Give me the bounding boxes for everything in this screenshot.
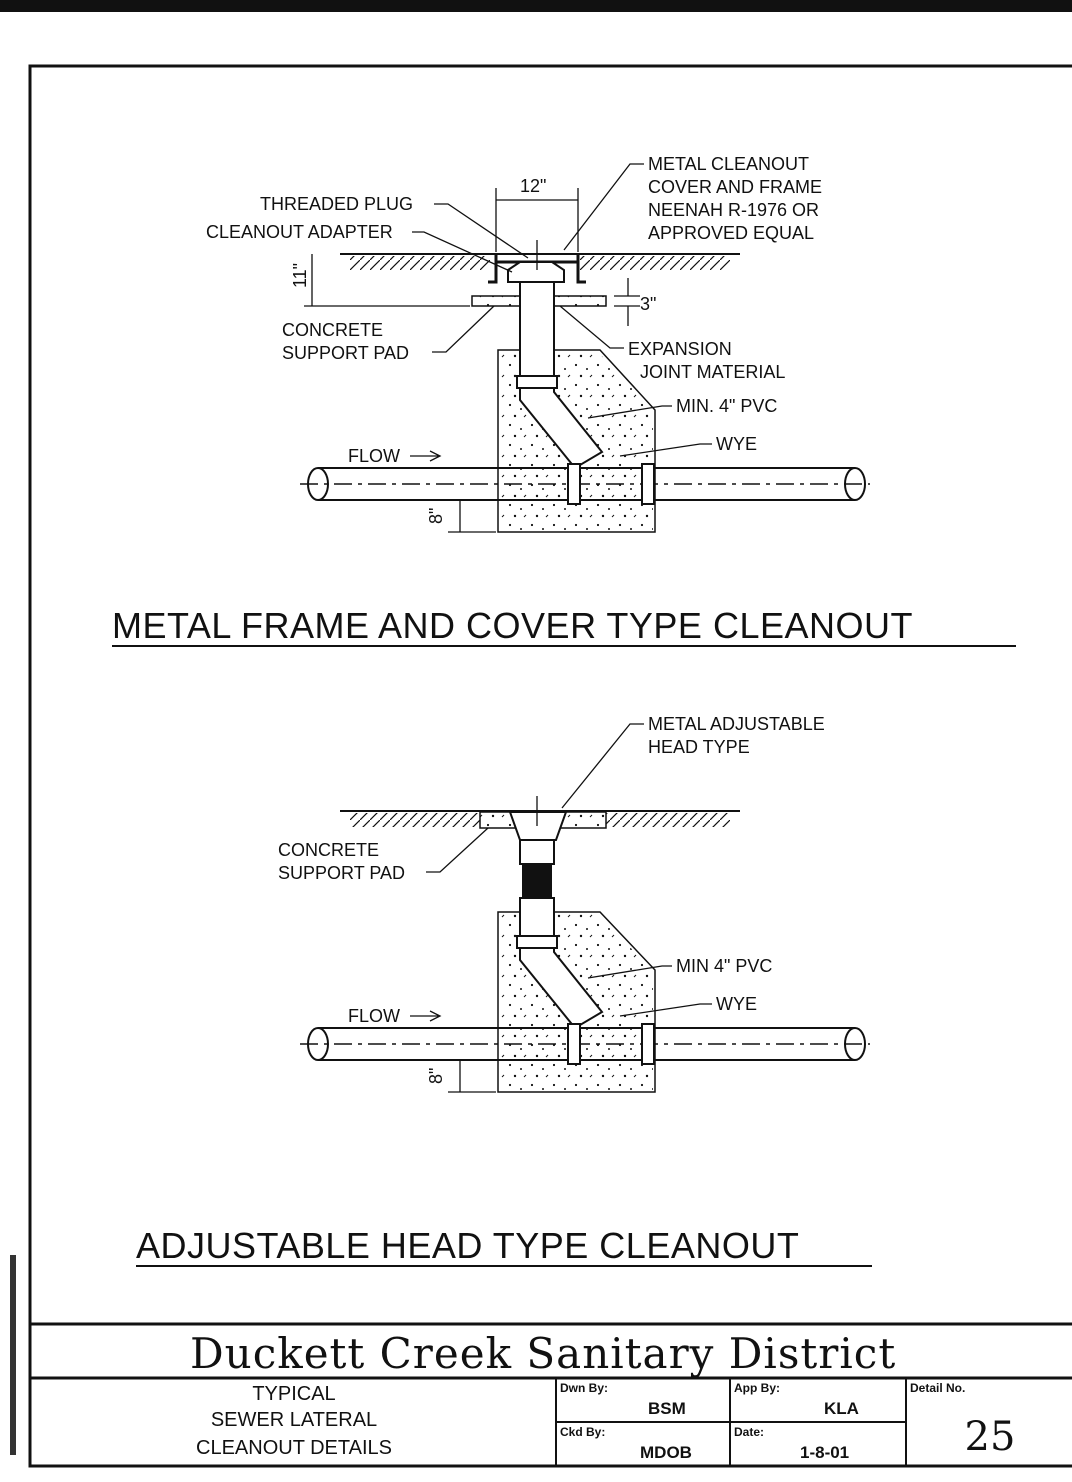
pipe-bend bbox=[519, 387, 604, 470]
dim-bottom-label-2: 8" bbox=[426, 1068, 446, 1084]
label-head-line1: METAL ADJUSTABLE bbox=[648, 714, 825, 734]
label-pad-line2: SUPPORT PAD bbox=[282, 343, 409, 363]
label-expansion-line1: EXPANSION bbox=[628, 339, 732, 359]
detail-no-value: 25 bbox=[965, 1414, 1016, 1460]
label-head-line2: HEAD TYPE bbox=[648, 737, 750, 757]
cleanout-adapter bbox=[507, 261, 565, 283]
app-by-label: App By: bbox=[734, 1381, 780, 1395]
ckd-by-label: Ckd By: bbox=[560, 1425, 605, 1439]
date-value: 1-8-01 bbox=[800, 1443, 849, 1462]
soil-hatch-right bbox=[580, 256, 730, 270]
dim-gap-label: 3" bbox=[640, 294, 656, 314]
detail1-title: METAL FRAME AND COVER TYPE CLEANOUT bbox=[112, 605, 913, 646]
desc-line3: CLEANOUT DETAILS bbox=[196, 1437, 392, 1459]
dim-depth-label: 11" bbox=[290, 263, 310, 288]
dim-bottom-label: 8" bbox=[426, 508, 446, 524]
ckd-by-value: MDOB bbox=[640, 1443, 692, 1462]
date-label: Date: bbox=[734, 1425, 764, 1439]
label-min-pvc-2: MIN 4" PVC bbox=[676, 956, 772, 976]
label-cover-line4: APPROVED EQUAL bbox=[648, 223, 814, 243]
detail-adjustable-head: 8" METAL ADJUSTABLE HEAD TYPE CONCRETE S… bbox=[136, 714, 872, 1267]
label-threaded-plug: THREADED PLUG bbox=[260, 194, 413, 214]
sheet-border bbox=[28, 64, 1072, 1468]
title-block: Duckett Creek Sanitary District TYPICAL … bbox=[30, 1322, 1072, 1466]
label-pad-line1: CONCRETE bbox=[282, 320, 383, 340]
label-wye-2: WYE bbox=[716, 994, 757, 1014]
label-pad2-line1: CONCRETE bbox=[278, 840, 379, 860]
district-name: Duckett Creek Sanitary District bbox=[190, 1329, 896, 1378]
top-border-band bbox=[0, 0, 1072, 12]
threaded-section bbox=[522, 864, 552, 898]
label-cover-line2: COVER AND FRAME bbox=[648, 177, 822, 197]
app-by-value: KLA bbox=[824, 1399, 859, 1418]
dwn-by-label: Dwn By: bbox=[560, 1381, 608, 1395]
label-cleanout-adapter: CLEANOUT ADAPTER bbox=[206, 222, 393, 242]
label-min-pvc: MIN. 4" PVC bbox=[676, 396, 777, 416]
main-sewer-pipe-2 bbox=[318, 1027, 855, 1061]
detail2-title: ADJUSTABLE HEAD TYPE CLEANOUT bbox=[136, 1225, 799, 1266]
dim-width-label: 12" bbox=[520, 176, 546, 196]
side-file-strip bbox=[10, 1255, 16, 1455]
label-flow-2: FLOW bbox=[348, 1006, 400, 1026]
label-wye: WYE bbox=[716, 434, 757, 454]
detail-metal-frame-cover: 12" 11" 3" 8" THREADED PLUG CLEANOUT ADA… bbox=[112, 154, 1016, 647]
label-cover-line3: NEENAH R-1976 OR bbox=[648, 200, 819, 220]
label-cover-line1: METAL CLEANOUT bbox=[648, 154, 809, 174]
riser-pipe bbox=[519, 281, 555, 379]
label-expansion-line2: JOINT MATERIAL bbox=[640, 362, 785, 382]
dwn-by-value: BSM bbox=[648, 1399, 686, 1418]
detail-no-label: Detail No. bbox=[910, 1381, 965, 1395]
label-flow: FLOW bbox=[348, 446, 400, 466]
adjustable-head bbox=[508, 811, 568, 841]
label-pad2-line2: SUPPORT PAD bbox=[278, 863, 405, 883]
soil-hatch-left bbox=[350, 256, 490, 270]
desc-line1: TYPICAL bbox=[252, 1383, 335, 1405]
desc-line2: SEWER LATERAL bbox=[211, 1409, 377, 1431]
main-sewer-pipe bbox=[318, 467, 855, 501]
